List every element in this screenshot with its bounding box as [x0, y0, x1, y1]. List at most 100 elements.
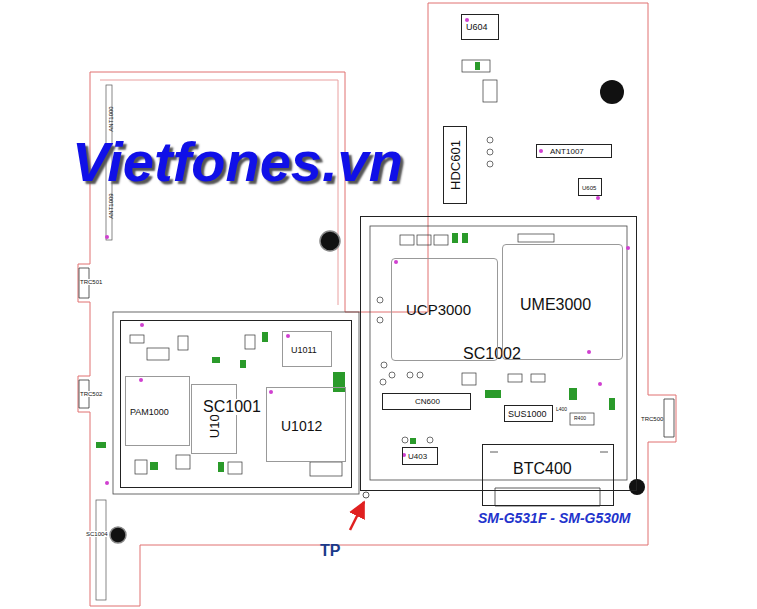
chip-box: U1012 [266, 387, 346, 462]
pin-dot [140, 323, 144, 327]
part-name: U605 [582, 185, 596, 191]
shield-outer [113, 312, 359, 494]
small-part [389, 372, 395, 378]
small-part [427, 437, 433, 443]
small-part [176, 455, 190, 469]
small-part [508, 374, 522, 382]
smd-part [150, 462, 158, 470]
mount-hole [110, 527, 126, 543]
small-part [487, 149, 493, 155]
pin-dot [105, 481, 109, 485]
smd-part [218, 462, 224, 472]
small-part [245, 335, 255, 349]
smd-part [333, 372, 345, 392]
part-name: TRC501 [80, 279, 102, 285]
chip-box: UME3000 [502, 244, 623, 360]
mount-hole [629, 479, 645, 495]
smd-part [240, 360, 246, 368]
small-part [417, 235, 431, 245]
shield-inner [370, 226, 627, 480]
board-inner-outline [100, 80, 338, 305]
part-name: PAM1000 [130, 408, 169, 417]
part-name: L400 [556, 407, 567, 412]
mount-hole [320, 231, 340, 251]
small-part [402, 437, 408, 443]
small-part [487, 137, 493, 143]
smd-part [262, 332, 268, 342]
small-part [147, 348, 169, 360]
pin1-dots [105, 18, 630, 485]
chip-box: U1001 [191, 384, 237, 454]
pin-dot [105, 235, 109, 239]
model-caption: SM-G531F - SM-G530M [478, 511, 630, 525]
smd-part [212, 357, 220, 363]
shield-frame: SC1002UCP3000UME3000CN600SUS1000U403 [360, 216, 637, 491]
small-part [377, 317, 383, 323]
ic-box: SUS1000 [504, 405, 553, 422]
part-name: CN600 [415, 398, 440, 406]
small-part [462, 60, 490, 72]
part-name: UCP3000 [406, 302, 471, 317]
test-point [363, 492, 369, 498]
small-parts [130, 60, 594, 476]
small-part [380, 379, 386, 385]
small-part [531, 374, 545, 382]
part-name: U1011 [291, 346, 317, 355]
part-name: TRC502 [80, 391, 102, 397]
part-name: R400 [574, 416, 586, 421]
small-part [570, 413, 594, 425]
pin-dot [539, 149, 543, 153]
connector-box: BTC400 [482, 444, 614, 506]
small-part [135, 460, 147, 474]
connector-detail [490, 452, 608, 506]
small-part [310, 462, 342, 476]
ic-box: U1011 [282, 331, 332, 367]
small-part [228, 462, 242, 474]
connector-box: HDC601 [443, 126, 467, 204]
smd-part [462, 233, 468, 243]
pin-dot [626, 246, 630, 250]
part-name: SC1001 [201, 399, 263, 415]
smd-part [485, 390, 501, 398]
pin-dot [269, 390, 273, 394]
small-part [487, 161, 493, 167]
small-part [417, 372, 423, 378]
small-part [462, 373, 476, 385]
ic-box: U605 [578, 178, 602, 196]
ic-box: U604 [461, 14, 499, 40]
pin-dot [596, 196, 600, 200]
pin-dot [394, 260, 398, 264]
small-part [400, 235, 414, 245]
part-name: ANT1007 [550, 148, 584, 156]
pointer-label: TP [320, 543, 340, 559]
small-part [377, 297, 383, 303]
part-name: U403 [408, 453, 427, 461]
mount-hole [600, 80, 624, 104]
smd-parts [96, 62, 615, 472]
small-part [130, 335, 144, 343]
part-name: TRC500 [641, 416, 663, 422]
board-outline [78, 3, 676, 606]
part-name: UME3000 [520, 297, 591, 313]
chip-box: UCP3000 [391, 258, 498, 361]
small-part [381, 362, 387, 368]
pin-dot [139, 378, 143, 382]
ic-box: U403 [402, 447, 438, 465]
part-name: U604 [466, 23, 488, 32]
pin-dot [286, 334, 290, 338]
small-part [178, 336, 188, 350]
part-name: SUS1000 [508, 410, 547, 419]
smd-part [452, 233, 458, 243]
small-part [483, 80, 497, 102]
smd-part [569, 388, 577, 400]
smd-part [96, 442, 106, 448]
smd-part [410, 438, 416, 444]
smd-part [475, 62, 480, 70]
part-name: SC1004 [86, 531, 108, 537]
pin-dot [598, 382, 602, 386]
chip-box: PAM1000 [125, 376, 190, 446]
antenna-pad [96, 500, 106, 600]
pin-dot [465, 18, 469, 22]
